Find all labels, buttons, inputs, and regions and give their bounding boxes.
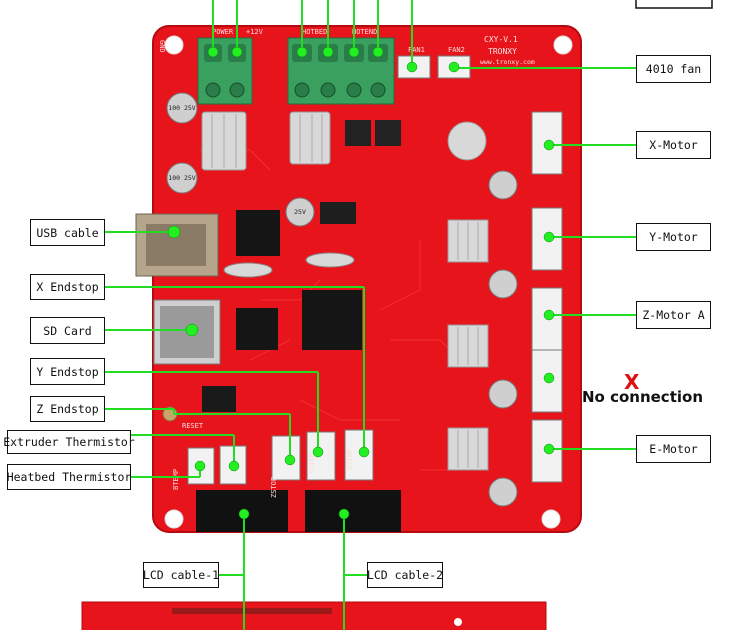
lcd-board	[81, 601, 547, 630]
silk-xstop: XSTOP	[346, 449, 354, 470]
silk-model: CXY-V.1	[484, 35, 518, 44]
cap-label: 100 25V	[168, 174, 195, 182]
label-y-motor: Y-Motor	[636, 223, 711, 251]
silk-ystop: YSTOP	[308, 453, 316, 474]
label-y-endstop: Y Endstop	[30, 358, 105, 385]
label-z-motor-a: Z-Motor A	[636, 301, 711, 329]
label-x-motor: X-Motor	[636, 131, 711, 159]
mainboard-pcb: 100 25V 100 25V 25V	[135, 25, 582, 533]
lcd-header-2	[305, 490, 401, 532]
silk-hotend: HOTEND	[352, 28, 377, 36]
connector-lines	[104, 0, 636, 630]
silk-fan2: FAN2	[448, 46, 465, 54]
silk-reset: RESET	[182, 422, 204, 430]
label-heatbed-thermistor: Heatbed Thermistor	[7, 464, 131, 490]
label-extruder-thermistor: Extruder Thermistor	[3, 430, 135, 454]
capacitor-icon	[166, 92, 518, 507]
label-x-endstop: X Endstop	[30, 274, 105, 300]
label-e-motor: E-Motor	[636, 435, 711, 463]
no-connection-mark: X	[624, 370, 640, 394]
connection-markers	[167, 46, 555, 520]
ic-chip	[236, 210, 280, 256]
silk-btemp: BTEMP	[172, 469, 180, 490]
cap-label: 25V	[294, 208, 306, 216]
label-usb-cable: USB cable	[30, 219, 105, 246]
label-4010-fan: 4010 fan	[636, 55, 711, 83]
mcu-chip	[302, 290, 362, 350]
silk-12v: +12V	[246, 28, 264, 36]
label-sd-card: SD Card	[30, 317, 105, 344]
no-connection-text: No connection	[582, 388, 703, 406]
silk-fan1: FAN1	[408, 46, 425, 54]
label-z-endstop: Z Endstop	[30, 396, 105, 422]
silk-url: www.tronxy.com	[480, 58, 535, 66]
silk-power: POWER	[212, 28, 234, 36]
label-lcd-cable-2: LCD cable-2	[367, 562, 443, 588]
label-lcd-cable-1: LCD cable-1	[143, 562, 219, 588]
silk-brand: TRONXY	[488, 47, 517, 56]
silk-gnd: GND	[158, 40, 166, 53]
cap-label: 100 25V	[168, 104, 195, 112]
power-terminal	[197, 37, 253, 105]
silk-zstop: ZSTOP	[270, 477, 278, 498]
silk-hotbed: HOTBED	[302, 28, 327, 36]
